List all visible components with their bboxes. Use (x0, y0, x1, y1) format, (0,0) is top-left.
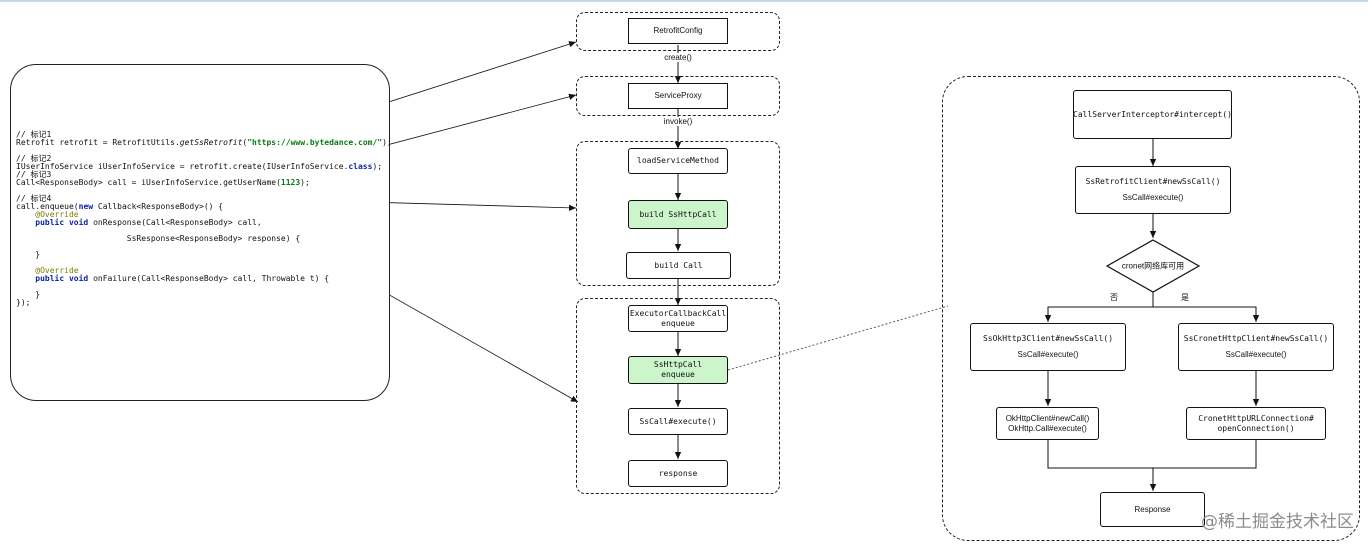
node-response: response (628, 460, 728, 487)
node-label: RetrofitConfig (653, 26, 703, 35)
edge-merge-to-response (1047, 440, 1257, 469)
node-label: Response (1134, 504, 1171, 514)
group-service-method (576, 141, 780, 286)
node-label: SsOkHttp3Client#newSsCall() (982, 334, 1114, 343)
code-line: call.enqueue(new Callback<ResponseBody>(… (16, 202, 224, 211)
node-label: SsCall#execute() (1017, 350, 1079, 359)
node-label: SsCall#execute() (1122, 193, 1184, 202)
code-line: IUserInfoService iUserInfoService = retr… (16, 162, 383, 171)
node-label: build SsHttpCall (639, 209, 717, 219)
code-line: // 标记4 (16, 194, 52, 203)
node-cronet-connection: CronetHttpURLConnection#openConnection() (1186, 407, 1326, 440)
node-label: ExecutorCallbackCall (629, 308, 727, 318)
node-service-proxy: ServiceProxy (628, 83, 728, 109)
node-sscall-execute: SsCall#execute() (628, 408, 728, 435)
code-line: }); (16, 298, 31, 307)
edge-label-create: create() (663, 53, 693, 62)
node-label: SsCall#execute() (639, 416, 717, 426)
node-label: SsHttpCall (653, 360, 703, 369)
node-label: SsCall#execute() (1225, 350, 1287, 359)
code-panel (10, 64, 390, 401)
edge-decision-yes (1152, 292, 1260, 322)
node-label: CronetHttpURLConnection# (1198, 413, 1314, 423)
code-line: // 标记1 (16, 130, 52, 139)
code-line: // 标记2 (16, 154, 52, 163)
node-label: OkHttpClient#newCall() (1005, 413, 1090, 423)
group-execute-detail (942, 76, 1360, 541)
node-load-service-method: loadServiceMethod (628, 148, 728, 174)
node-call-server-interceptor: CallServerInterceptor#intercept() (1073, 90, 1232, 139)
node-label: OkHttp.Call#execute() (1008, 423, 1087, 433)
code-line: // 标记3 (16, 170, 52, 179)
code-line: } (16, 250, 41, 259)
node-new-sscall: SsRetrofitClient#newSsCall() SsCall#execu… (1075, 166, 1231, 214)
node-okhttp-client: OkHttpClient#newCall()OkHttp.Call#execut… (996, 407, 1099, 440)
code-line: } (16, 290, 41, 299)
node-cronet-client: SsCronetHttpClient#newSsCall() SsCall#exe… (1178, 323, 1334, 371)
code-line: @Override (35, 266, 79, 275)
node-label: response (658, 468, 698, 478)
node-label: build Call (654, 260, 703, 270)
node-label: openConnection() (1217, 423, 1295, 433)
edge-label-no: 否 (1109, 293, 1119, 302)
code-line: public void onResponse(Call<ResponseBody… (35, 218, 262, 227)
node-build-sshttpcall: build SsHttpCall (628, 200, 728, 229)
node-label: enqueue (661, 318, 695, 328)
edge-label-invoke: invoke() (662, 117, 694, 126)
code-line: @Override (35, 210, 79, 219)
edge-label-yes: 是 (1180, 293, 1190, 302)
code-line: public void onFailure(Call<ResponseBody>… (35, 274, 330, 283)
code-block: // 标记1 Retrofit retrofit = RetrofitUtils… (16, 131, 392, 307)
group-retrofit-config (576, 12, 780, 51)
watermark: @稀土掘金技术社区 (1201, 512, 1354, 532)
node-final-response: Response (1100, 492, 1205, 527)
node-label: CallServerInterceptor#intercept() (1073, 109, 1232, 119)
node-label: loadServiceMethod (637, 156, 719, 165)
node-label: SsCronetHttpClient#newSsCall() (1183, 334, 1329, 343)
node-label: SsRetrofitClient#newSsCall() (1085, 177, 1221, 186)
code-line: Call<ResponseBody> call = iUserInfoServi… (16, 178, 310, 187)
top-border (0, 0, 1368, 2)
decision-label: cronet网络库可用 (1121, 261, 1185, 271)
node-label: ServiceProxy (654, 91, 702, 100)
node-label: enqueue (661, 370, 695, 379)
node-retrofit-config: RetrofitConfig (628, 18, 728, 44)
node-okhttp3-client: SsOkHttp3Client#newSsCall() SsCall#execut… (970, 323, 1126, 371)
code-line: SsResponse<ResponseBody> response) { (16, 234, 301, 243)
code-line: Retrofit retrofit = RetrofitUtils.getSsR… (16, 138, 392, 147)
group-call-execution (576, 298, 780, 494)
group-service-proxy (576, 76, 780, 116)
node-build-call: build Call (626, 252, 731, 279)
